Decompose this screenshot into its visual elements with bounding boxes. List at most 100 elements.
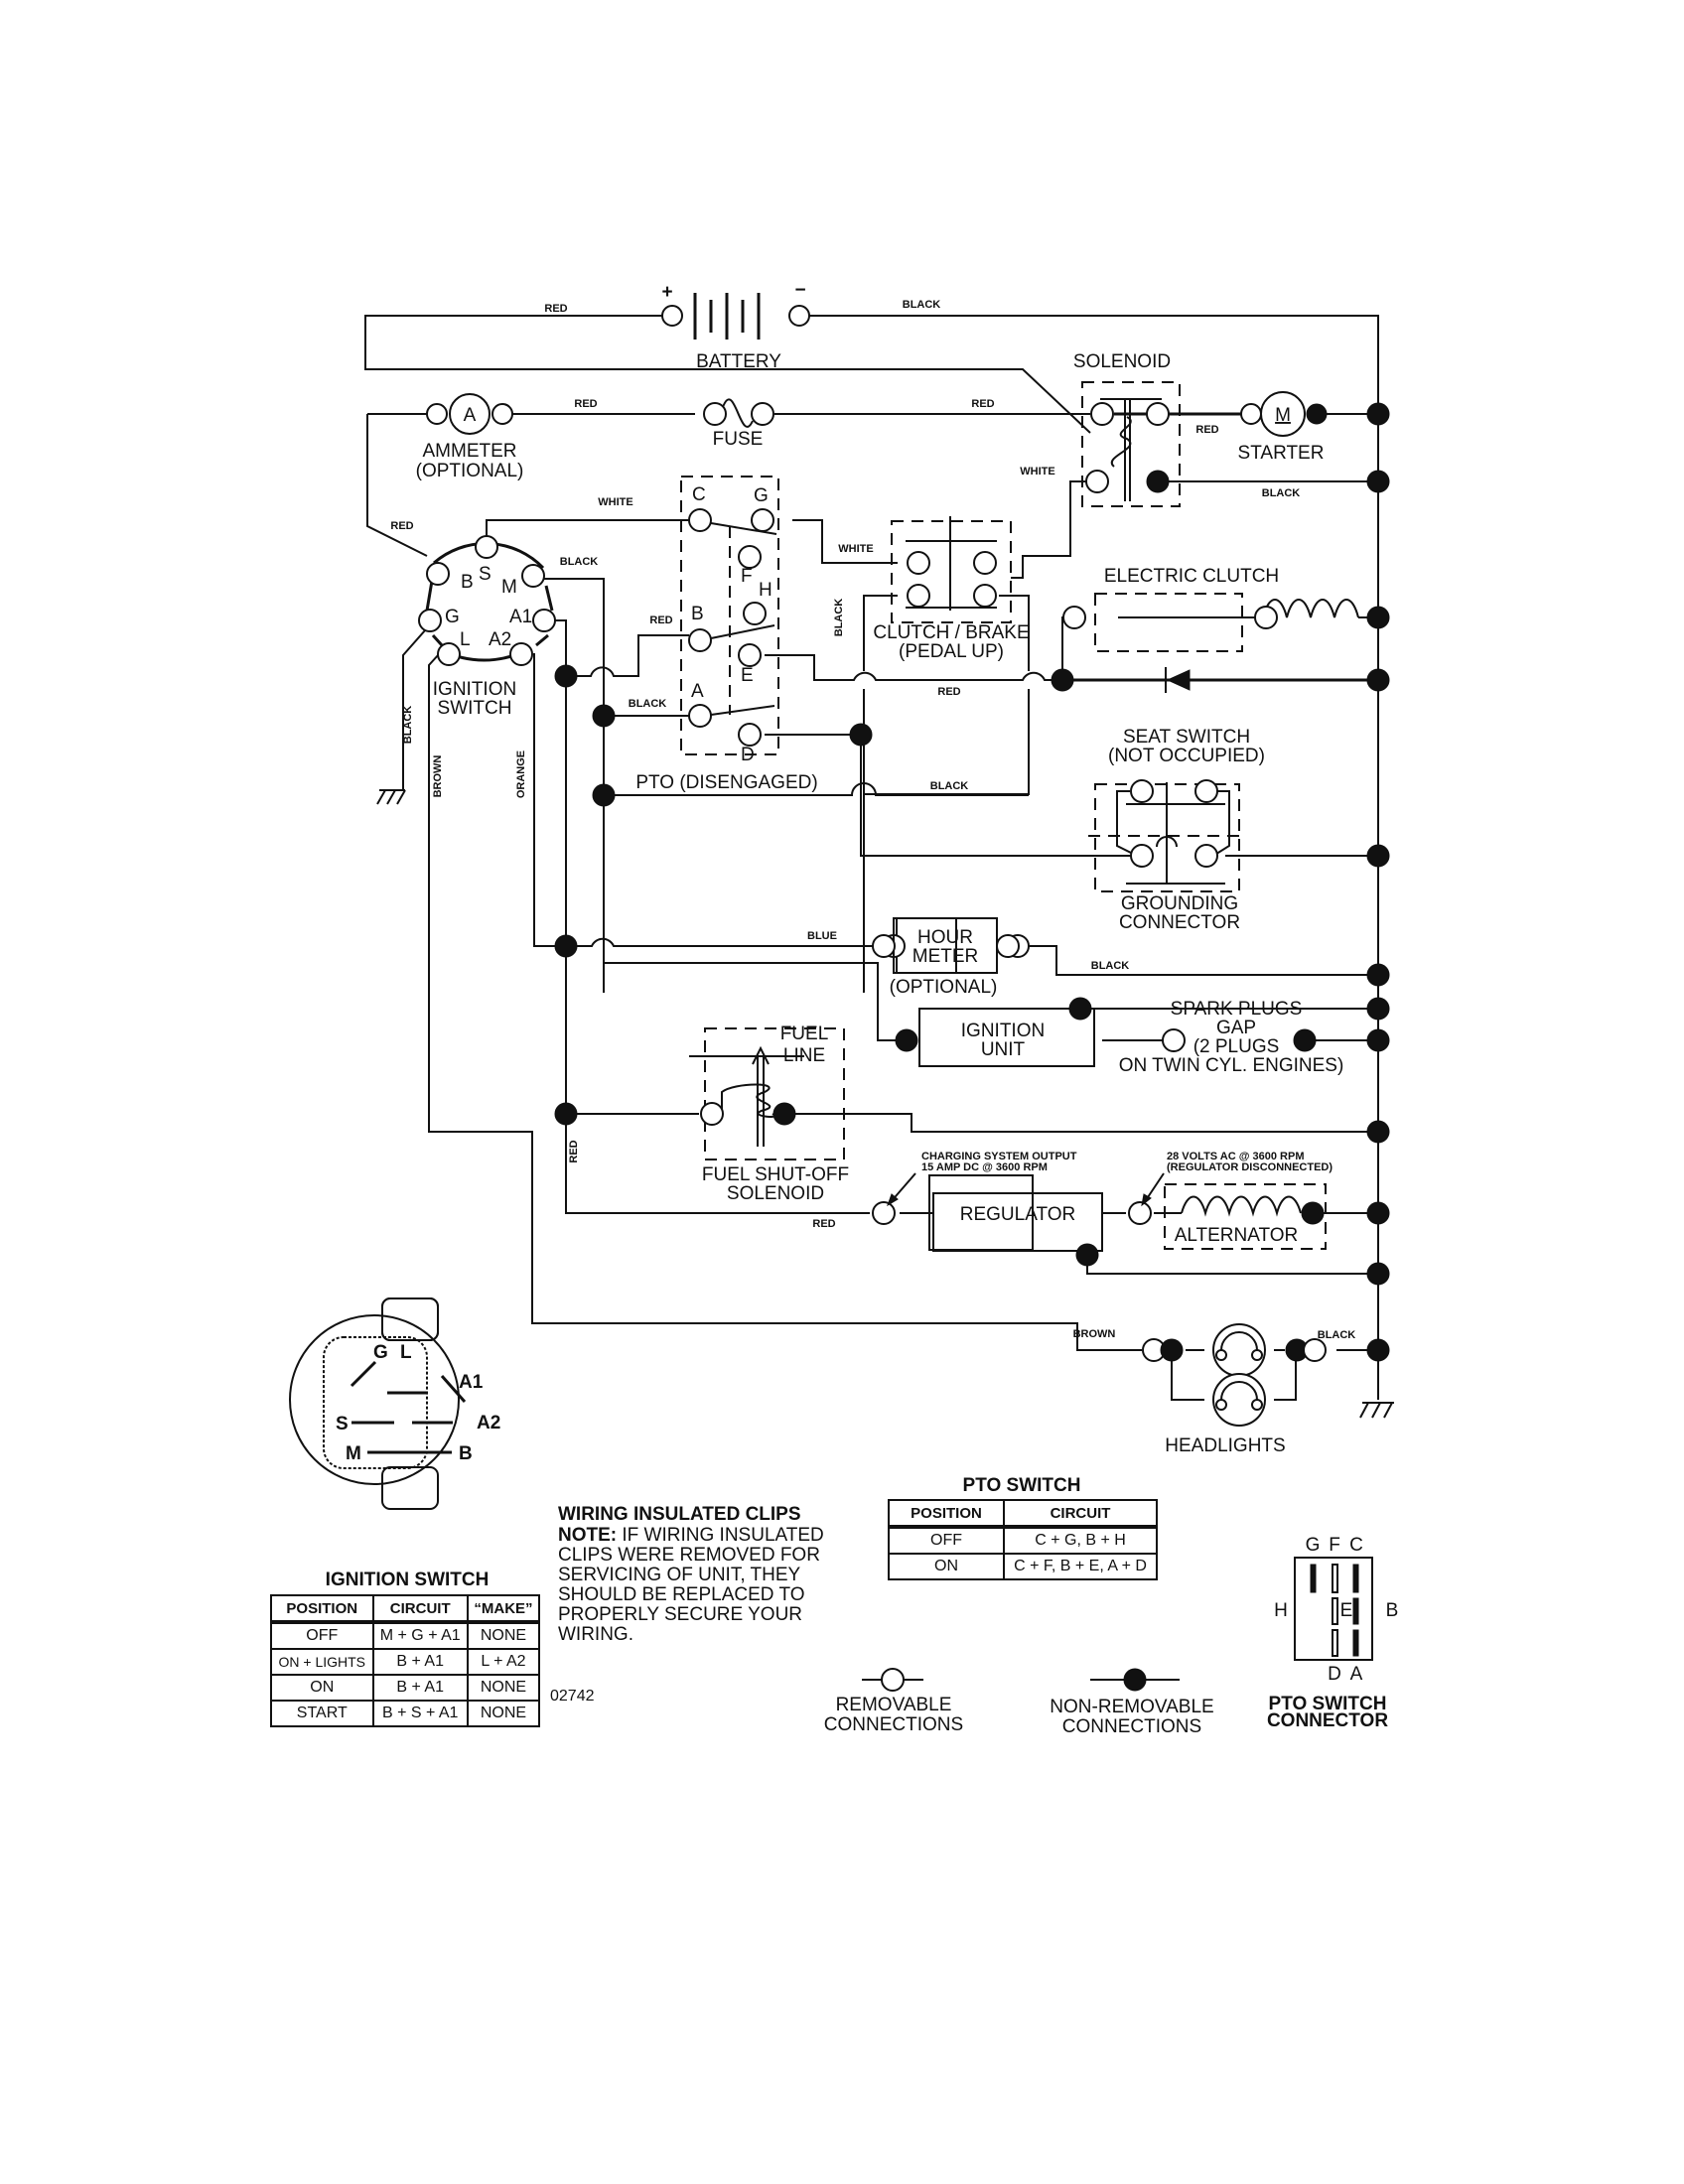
wire-label-black: BLACK	[1262, 487, 1301, 499]
table-row: START B + S + A1 NONE	[270, 1700, 541, 1727]
ignition-switch-face: G L A1 A2 S M B	[289, 1297, 500, 1510]
ammeter-label: AMMETER	[423, 441, 517, 462]
svg-text:SOLENOID: SOLENOID	[727, 1183, 824, 1204]
clutch-brake-switch: CLUTCH / BRAKE (PEDAL UP)	[873, 516, 1030, 662]
junction-dots	[554, 402, 1390, 1362]
ignition-pin-m	[521, 564, 545, 588]
svg-text:(2 PLUGS: (2 PLUGS	[1193, 1036, 1280, 1057]
svg-text:D: D	[741, 745, 755, 765]
svg-text:LINE: LINE	[783, 1045, 825, 1066]
solenoid-label: SOLENOID	[1073, 351, 1171, 372]
table-row: ON B + A1 NONE	[270, 1674, 541, 1702]
grounding-connector-label: GROUNDING	[1121, 893, 1238, 914]
pto-pin-c	[688, 508, 712, 532]
wire-red-regulator	[565, 1132, 870, 1214]
ignition-table-header: POSITION	[270, 1594, 374, 1624]
pto-label: PTO (DISENGAGED)	[635, 772, 817, 793]
svg-text:S: S	[479, 564, 491, 585]
connector-label-e: E	[1340, 1600, 1353, 1621]
wire-white-solenoid	[1011, 480, 1092, 579]
pto-table-header: POSITION	[888, 1499, 1005, 1529]
ignition-switch: B S M G A1 L A2 IGNITION SWITCH	[418, 535, 556, 719]
connector-label-f: F	[1329, 1535, 1340, 1556]
connector-label-a: A	[1350, 1664, 1363, 1685]
wiring-note-prefix: NOTE:	[558, 1525, 618, 1546]
wire-label-white: WHITE	[1020, 466, 1054, 478]
connector-label-d: D	[1328, 1664, 1341, 1685]
headlights: HEADLIGHTS	[1142, 1323, 1327, 1456]
wire-label-black: BLACK	[1318, 1329, 1356, 1341]
svg-text:H: H	[759, 580, 772, 601]
ground-symbol-left	[376, 789, 406, 805]
ignition-table-title: IGNITION SWITCH	[325, 1570, 490, 1590]
ignition-table-header: “MAKE”	[466, 1594, 541, 1624]
wire-label-red: RED	[544, 303, 567, 315]
wire-black-g-ground	[402, 620, 434, 789]
wire-brown-l	[428, 653, 1142, 1351]
electric-clutch-label: ELECTRIC CLUTCH	[1104, 566, 1279, 587]
face-label-b: B	[459, 1443, 473, 1464]
wire-label-black: BLACK	[402, 706, 414, 745]
wiring-note-body: IF WIRING INSULATED CLIPS WERE REMOVED F…	[558, 1525, 824, 1645]
ignition-pin-b	[426, 562, 450, 586]
pto-pin-a	[688, 704, 712, 728]
hour-meter-optional-label: (OPTIONAL)	[890, 977, 998, 998]
diode	[1165, 667, 1191, 693]
pto-switch-connector: G F C H B E D A	[1274, 1535, 1398, 1685]
electric-clutch-coil	[1262, 599, 1359, 618]
wire-battery-red	[364, 315, 1091, 434]
legend-nonremovable-symbol	[1090, 1668, 1180, 1692]
alternator-label: ALTERNATOR	[1175, 1225, 1299, 1246]
wire-label-white: WHITE	[838, 543, 873, 555]
pto-table-header: CIRCUIT	[1003, 1499, 1158, 1529]
clutch-brake-label: CLUTCH / BRAKE	[873, 622, 1029, 643]
wire-label-black: BLACK	[629, 698, 667, 710]
face-label-s: S	[336, 1414, 349, 1434]
svg-text:SWITCH: SWITCH	[438, 698, 512, 719]
svg-text:L: L	[460, 629, 471, 650]
fuel-line-label: FUEL	[780, 1024, 829, 1044]
alternator-coil	[1181, 1195, 1302, 1217]
ignition-table-header: CIRCUIT	[371, 1594, 469, 1624]
svg-text:M: M	[501, 577, 517, 598]
wire-label-brown: BROWN	[432, 755, 444, 798]
wire-label-red: RED	[1195, 424, 1218, 436]
svg-text:(NOT OCCUPIED): (NOT OCCUPIED)	[1108, 746, 1265, 766]
face-label-l: L	[400, 1342, 412, 1363]
document-code: 02742	[550, 1688, 595, 1705]
wire-label-brown: BROWN	[1073, 1328, 1116, 1340]
pto-switch: C G F H B E A D PTO (DISENGAGED)	[635, 476, 818, 793]
svg-text:G: G	[445, 607, 460, 627]
regulator-label: REGULATOR	[960, 1204, 1076, 1225]
pto-pin-b	[688, 628, 712, 652]
battery-plus-label: +	[661, 282, 672, 303]
svg-text:(PEDAL UP): (PEDAL UP)	[899, 641, 1004, 662]
wire-label-black: BLACK	[833, 599, 845, 637]
wire-red-pto-e	[765, 654, 1062, 681]
svg-text:B: B	[461, 572, 474, 593]
legend-removable-label: REMOVABLE CONNECTIONS	[823, 1695, 964, 1735]
wire-blue	[566, 937, 894, 947]
pto-pin-g	[751, 508, 774, 532]
table-row: OFF M + G + A1 NONE	[270, 1621, 541, 1650]
svg-text:ON TWIN CYL. ENGINES): ON TWIN CYL. ENGINES)	[1119, 1055, 1344, 1076]
headlights-label: HEADLIGHTS	[1165, 1435, 1285, 1456]
seat-switch-label: SEAT SWITCH	[1123, 727, 1250, 748]
legend-removable-symbol	[862, 1668, 923, 1692]
fuel-solenoid-label: FUEL SHUT-OFF	[702, 1164, 849, 1185]
fuse: FUSE	[703, 398, 774, 450]
wire-label-black: BLACK	[930, 780, 969, 792]
table-row: OFF C + G, B + H	[888, 1526, 1158, 1555]
wire-label-black: BLACK	[903, 299, 941, 311]
alternator-output-note: 28 VOLTS AC @ 3600 RPM	[1167, 1151, 1305, 1162]
legend-nonremovable-label: NON-REMOVABLE CONNECTIONS	[1050, 1697, 1214, 1737]
pto-pin-d	[738, 723, 762, 747]
spark-plugs: SPARK PLUGS GAP (2 PLUGS ON TWIN CYL. EN…	[1119, 999, 1344, 1076]
svg-text:C: C	[692, 484, 706, 505]
svg-text:G: G	[754, 485, 769, 506]
wire-black-pto	[604, 782, 1029, 796]
pto-pin-h	[743, 602, 767, 625]
ignition-pin-a1	[532, 609, 556, 632]
wire-label-orange: ORANGE	[515, 751, 527, 798]
